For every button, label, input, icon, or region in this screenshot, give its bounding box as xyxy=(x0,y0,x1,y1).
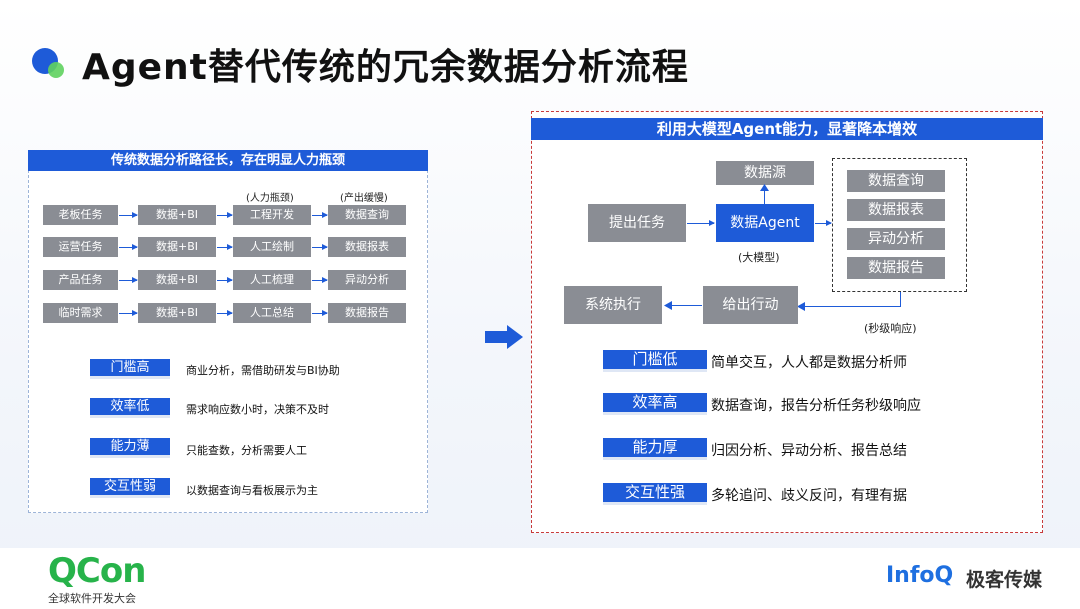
arrow xyxy=(119,212,138,218)
data-source-box: 数据源 xyxy=(716,161,814,185)
arrow-head-icon xyxy=(797,302,805,311)
arrow xyxy=(764,188,765,204)
submit-task-box: 提出任务 xyxy=(588,204,686,242)
arrow xyxy=(217,277,233,283)
qcon-logo: QCon xyxy=(48,551,146,591)
flow-cell: 产品任务 xyxy=(43,270,118,290)
arrow xyxy=(119,244,138,250)
point-desc: 需求响应数小时，决策不及时 xyxy=(186,403,329,416)
flow-cell: 数据+BI xyxy=(138,303,216,323)
data-agent-box: 数据Agent xyxy=(716,204,814,242)
arrow xyxy=(900,292,901,306)
arrow-head-icon xyxy=(664,301,672,310)
point-tag: 交互性弱 xyxy=(90,478,170,498)
flow-cell: 工程开发 xyxy=(233,205,311,225)
point-tag: 效率高 xyxy=(603,393,707,415)
flow-cell: 数据+BI xyxy=(138,237,216,257)
point-tag: 效率低 xyxy=(90,398,170,418)
point-tag: 交互性强 xyxy=(603,483,707,505)
transition-arrow-icon xyxy=(485,325,523,349)
arrow xyxy=(312,212,328,218)
flow-cell: 临时需求 xyxy=(43,303,118,323)
flow-cell: 数据查询 xyxy=(328,205,406,225)
arrow xyxy=(217,212,233,218)
point-desc: 简单交互，人人都是数据分析师 xyxy=(711,355,907,371)
note-slow-output: (产出缓慢) xyxy=(340,193,388,204)
flow-cell: 异动分析 xyxy=(328,270,406,290)
output-box: 数据报告 xyxy=(847,257,945,279)
point-tag: 门槛高 xyxy=(90,359,170,379)
output-box: 异动分析 xyxy=(847,228,945,250)
arrow xyxy=(217,244,233,250)
footer-bar xyxy=(0,548,1080,609)
arrow xyxy=(217,310,233,316)
flow-cell: 数据报表 xyxy=(328,237,406,257)
point-desc: 商业分析，需借助研发与BI协助 xyxy=(186,364,340,377)
page-title: Agent替代传统的冗余数据分析流程 xyxy=(82,47,689,88)
point-desc: 以数据查询与看板展示为主 xyxy=(186,484,318,497)
agent-output-group xyxy=(832,158,967,292)
output-box: 数据报表 xyxy=(847,199,945,221)
geek-media-logo: 极客传媒 xyxy=(966,569,1043,591)
flow-cell: 人工绘制 xyxy=(233,237,311,257)
point-tag: 能力薄 xyxy=(90,438,170,458)
arrow xyxy=(119,310,138,316)
point-desc: 多轮追问、歧义反问，有理有据 xyxy=(711,488,907,504)
arrow xyxy=(804,306,901,307)
arrow xyxy=(815,220,832,226)
flow-cell: 人工梳理 xyxy=(233,270,311,290)
output-box: 数据查询 xyxy=(847,170,945,192)
qcon-subtitle: 全球软件开发大会 xyxy=(48,592,136,605)
infoq-logo: InfoQ xyxy=(886,563,954,588)
note-manpower-bottleneck: (人力瓶颈) xyxy=(246,193,294,204)
arrow xyxy=(119,277,138,283)
point-desc: 只能查数，分析需要人工 xyxy=(186,444,307,457)
flow-cell: 数据+BI xyxy=(138,205,216,225)
flow-cell: 数据+BI xyxy=(138,270,216,290)
point-desc: 归因分析、异动分析、报告总结 xyxy=(711,443,907,459)
agent-header: 利用大模型Agent能力，显著降本增效 xyxy=(531,118,1043,140)
give-action-box: 给出行动 xyxy=(703,286,798,324)
point-desc: 数据查询，报告分析任务秒级响应 xyxy=(711,398,921,414)
traditional-header: 传统数据分析路径长，存在明显人力瓶颈 xyxy=(28,150,428,171)
point-tag: 能力厚 xyxy=(603,438,707,460)
title-bullet-accent-icon xyxy=(48,62,64,78)
system-execute-box: 系统执行 xyxy=(564,286,662,324)
flow-cell: 运营任务 xyxy=(43,237,118,257)
arrow xyxy=(687,220,715,226)
arrow xyxy=(312,310,328,316)
flow-cell: 老板任务 xyxy=(43,205,118,225)
point-tag: 门槛低 xyxy=(603,350,707,372)
flow-cell: 人工总结 xyxy=(233,303,311,323)
agent-model-note: (大模型) xyxy=(738,251,780,264)
arrow xyxy=(671,305,702,306)
arrow xyxy=(312,244,328,250)
arrow xyxy=(312,277,328,283)
arrow-head-icon xyxy=(760,184,769,191)
flow-cell: 数据报告 xyxy=(328,303,406,323)
response-speed-note: (秒级响应) xyxy=(864,322,917,335)
